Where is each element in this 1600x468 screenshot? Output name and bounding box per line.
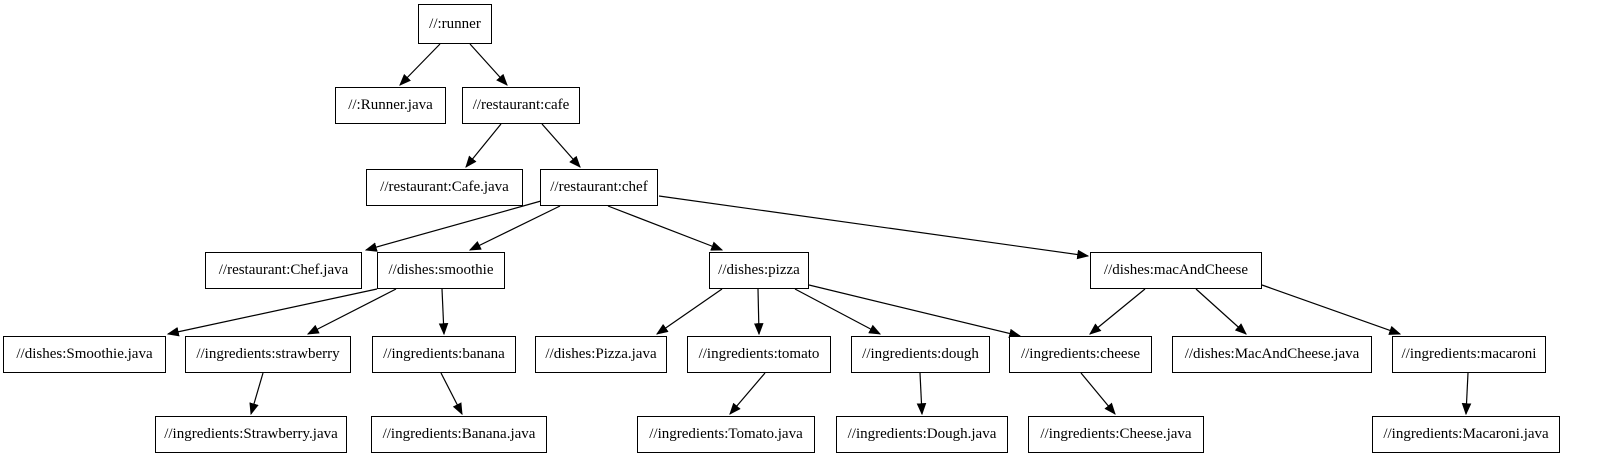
graph-edge [306,288,397,335]
graph-edge [656,288,723,335]
graph-node-label: //ingredients:Cheese.java [1040,426,1192,442]
graph-edge [249,372,264,416]
graph-node-label: //:runner [429,15,481,32]
graph-edge [1089,288,1146,335]
graph-node-label: //restaurant:chef [550,179,648,195]
graph-node-cheese_java[interactable]: //ingredients:Cheese.java [1028,416,1204,453]
graph-node-restaurant_chef[interactable]: //restaurant:chef [540,169,658,206]
graph-node-dishes_smoothie[interactable]: //dishes:smoothie [377,252,505,289]
graph-node-label: //dishes:macAndCheese [1103,262,1249,278]
graph-node-macaroni_java[interactable]: //ingredients:Macaroni.java [1372,416,1560,453]
graph-node-ing_strawberry[interactable]: //ingredients:strawberry [185,336,351,373]
graph-edge [465,123,502,168]
graph-edge [468,205,561,251]
graph-node-cafe_java[interactable]: //restaurant:Cafe.java [366,169,523,206]
graph-edge [808,284,1022,339]
graph-node-label: //dishes:pizza [718,262,800,278]
graph-node-label: //ingredients:Dough.java [847,426,997,442]
graph-node-label: //dishes:smoothie [388,262,494,278]
graph-node-ing_dough[interactable]: //ingredients:dough [851,336,990,373]
graph-node-label: //ingredients:cheese [1020,346,1141,362]
graph-node-runner[interactable]: //:runner [418,4,492,44]
graph-edge [1195,288,1247,335]
graph-node-label: //dishes:Pizza.java [545,346,657,362]
graph-node-label: //ingredients:tomato [698,346,820,362]
graph-node-chef_java[interactable]: //restaurant:Chef.java [205,252,362,289]
graph-node-smoothie_java[interactable]: //dishes:Smoothie.java [3,336,166,373]
graph-node-ing_cheese[interactable]: //ingredients:cheese [1009,336,1152,373]
graph-node-ing_tomato[interactable]: //ingredients:tomato [687,336,831,373]
graph-node-label: //:Runner.java [348,97,433,113]
graph-edge [399,43,441,86]
graph-node-ing_macaroni[interactable]: //ingredients:macaroni [1392,336,1546,373]
graph-node-dishes_pizza[interactable]: //dishes:pizza [709,252,809,289]
graph-node-strawberry_java[interactable]: //ingredients:Strawberry.java [155,416,347,453]
graph-node-label: //ingredients:dough [862,346,979,362]
graph-edge [607,205,724,251]
graph-node-restaurant_cafe[interactable]: //restaurant:cafe [462,87,580,124]
graph-edge [438,288,449,336]
graph-node-label: //restaurant:Chef.java [218,262,349,278]
graph-node-macandcheese_java[interactable]: //dishes:MacAndCheese.java [1172,336,1372,373]
graph-node-label: //restaurant:cafe [472,97,570,113]
graph-node-label: //ingredients:Strawberry.java [164,426,338,442]
graph-node-label: //dishes:Smoothie.java [16,346,153,362]
graph-edge [1461,372,1472,416]
graph-node-label: //dishes:MacAndCheese.java [1184,346,1360,362]
graph-node-tomato_java[interactable]: //ingredients:Tomato.java [637,416,815,453]
graph-node-runner_java[interactable]: //:Runner.java [335,87,446,124]
graph-node-banana_java[interactable]: //ingredients:Banana.java [371,416,547,453]
graph-node-label: //ingredients:Macaroni.java [1383,426,1549,442]
graph-edge [1261,284,1402,335]
graph-edge [469,43,508,86]
graph-edges [166,43,1472,416]
graph-node-ing_banana[interactable]: //ingredients:banana [372,336,516,373]
graph-node-pizza_java[interactable]: //dishes:Pizza.java [535,336,667,373]
graph-node-label: //ingredients:strawberry [196,346,340,362]
graph-edge [1080,372,1116,415]
graph-edge [541,123,581,168]
graph-edge [729,372,766,415]
graph-edge [658,195,1090,260]
graph-edge [364,200,542,252]
graph-node-label: //ingredients:macaroni [1401,346,1537,362]
graph-edge [166,288,378,337]
graph-edge [794,288,882,335]
graph-edge [440,372,463,416]
graph-node-dough_java[interactable]: //ingredients:Dough.java [836,416,1008,453]
graph-edge [916,372,927,416]
graph-node-label: //restaurant:Cafe.java [380,179,509,195]
graph-node-label: //ingredients:Banana.java [382,426,536,442]
graph-node-dishes_macandchs[interactable]: //dishes:macAndCheese [1090,252,1262,289]
graph-node-label: //ingredients:banana [383,346,505,362]
graph-node-label: //ingredients:Tomato.java [649,426,803,442]
graph-edge [753,288,764,336]
